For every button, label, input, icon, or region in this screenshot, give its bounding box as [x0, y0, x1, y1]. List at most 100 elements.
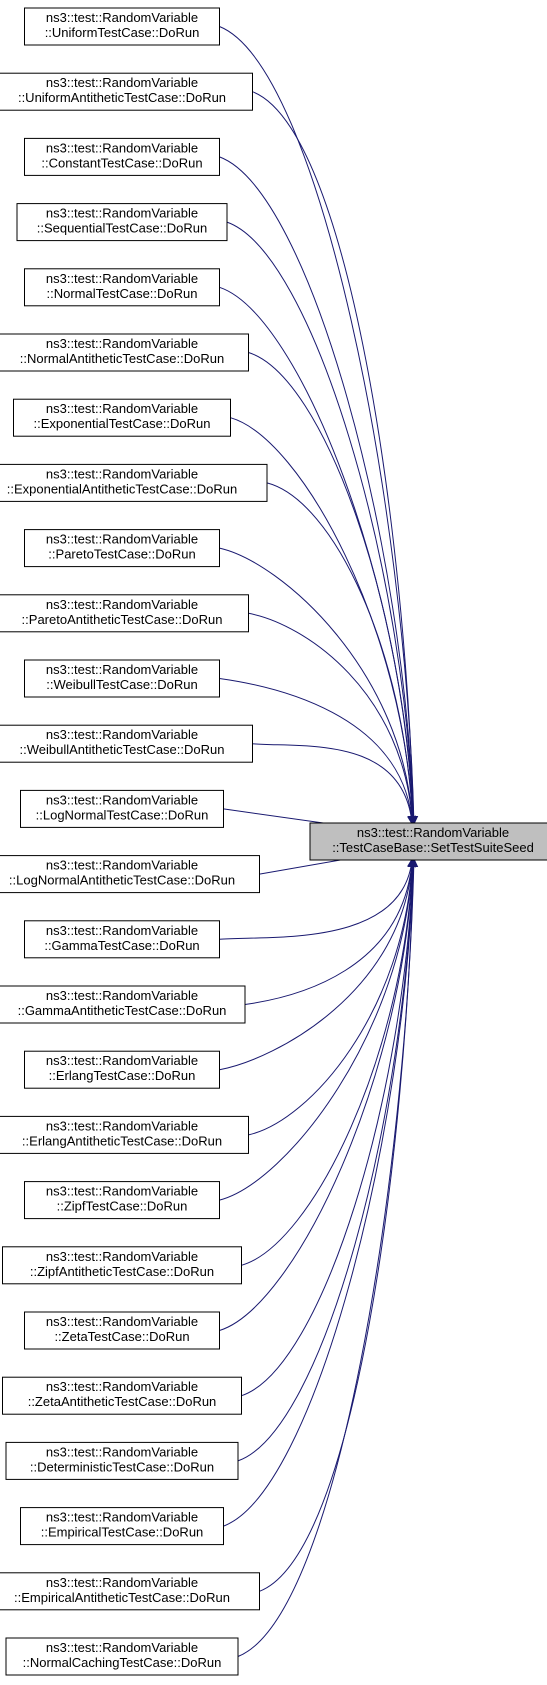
caller-node-label-line-2: ::ExponentialAntitheticTestCase::DoRun — [7, 481, 238, 496]
caller-node-box[interactable] — [5, 1637, 239, 1676]
caller-node[interactable]: ns3::test::RandomVariable::ExponentialTe… — [13, 398, 231, 437]
caller-node[interactable]: ns3::test::RandomVariable::ParetoTestCas… — [24, 529, 220, 568]
caller-node[interactable]: ns3::test::RandomVariable::ExponentialAn… — [0, 463, 268, 502]
caller-node-box[interactable] — [0, 1572, 260, 1611]
caller-node-label-line-1: ns3::test::RandomVariable — [46, 923, 198, 938]
caller-node-label-line-2: ::LogNormalAntitheticTestCase::DoRun — [9, 873, 235, 888]
call-edge — [248, 352, 418, 826]
caller-node-label-line-1: ns3::test::RandomVariable — [46, 1053, 198, 1068]
caller-node-box[interactable] — [0, 985, 246, 1024]
caller-node-label-line-1: ns3::test::RandomVariable — [46, 597, 198, 612]
caller-node[interactable]: ns3::test::RandomVariable::ErlangAntithe… — [0, 1115, 249, 1154]
caller-node[interactable]: ns3::test::RandomVariable::ZipfTestCase:… — [24, 1181, 220, 1220]
target-node-box[interactable] — [309, 822, 547, 861]
caller-node[interactable]: ns3::test::RandomVariable::UniformTestCa… — [24, 7, 220, 46]
call-edge — [219, 156, 418, 826]
caller-node[interactable]: ns3::test::RandomVariable::GammaAntithet… — [0, 985, 246, 1024]
caller-nodes: ns3::test::RandomVariable::UniformTestCa… — [0, 7, 268, 1676]
call-edge — [237, 857, 418, 1462]
caller-node-box[interactable] — [2, 1246, 242, 1285]
caller-node-label-line-2: ::UniformAntitheticTestCase::DoRun — [18, 90, 226, 105]
caller-node[interactable]: ns3::test::RandomVariable::ConstantTestC… — [24, 137, 220, 176]
caller-node-box[interactable] — [0, 72, 253, 111]
caller-node[interactable]: ns3::test::RandomVariable::ZetaTestCase:… — [24, 1311, 220, 1350]
caller-node-box[interactable] — [5, 1441, 239, 1480]
call-edge — [241, 857, 418, 1266]
caller-node[interactable]: ns3::test::RandomVariable::EmpiricalAnti… — [0, 1572, 260, 1611]
caller-node-box[interactable] — [24, 659, 220, 698]
caller-node[interactable]: ns3::test::RandomVariable::NormalAntithe… — [0, 333, 249, 372]
call-edge — [248, 612, 417, 826]
caller-node-box[interactable] — [13, 398, 231, 437]
caller-node-label-line-1: ns3::test::RandomVariable — [46, 727, 198, 742]
caller-node-box[interactable] — [0, 594, 249, 633]
caller-node-label-line-1: ns3::test::RandomVariable — [46, 1510, 198, 1525]
caller-node-box[interactable] — [24, 920, 220, 959]
caller-node-label-line-2: ::NormalCachingTestCase::DoRun — [23, 1655, 222, 1670]
caller-node-box[interactable] — [0, 855, 260, 894]
caller-node-label-line-2: ::ZetaTestCase::DoRun — [54, 1329, 189, 1344]
caller-node[interactable]: ns3::test::RandomVariable::SequentialTes… — [16, 203, 228, 242]
caller-node-label-line-1: ns3::test::RandomVariable — [46, 532, 198, 547]
caller-node-box[interactable] — [0, 1115, 249, 1154]
caller-node[interactable]: ns3::test::RandomVariable::LogNormalAnti… — [0, 855, 260, 894]
caller-node-box[interactable] — [24, 1311, 220, 1350]
call-edge — [223, 857, 418, 1527]
call-edge — [219, 678, 417, 826]
caller-node-label-line-1: ns3::test::RandomVariable — [46, 1640, 198, 1655]
caller-node[interactable]: ns3::test::RandomVariable::ParetoAntithe… — [0, 594, 249, 633]
caller-node[interactable]: ns3::test::RandomVariable::Deterministic… — [5, 1441, 239, 1480]
caller-node-box[interactable] — [20, 1507, 224, 1546]
caller-node-label-line-1: ns3::test::RandomVariable — [46, 858, 198, 873]
caller-node-label-line-1: ns3::test::RandomVariable — [46, 1314, 198, 1329]
caller-node-box[interactable] — [24, 529, 220, 568]
caller-node-box[interactable] — [0, 333, 249, 372]
target-node-label-line-2: ::TestCaseBase::SetTestSuiteSeed — [332, 840, 534, 855]
caller-node-box[interactable] — [0, 724, 253, 763]
caller-node-label-line-1: ns3::test::RandomVariable — [46, 792, 198, 807]
caller-node-label-line-2: ::ErlangAntitheticTestCase::DoRun — [22, 1133, 222, 1148]
caller-node[interactable]: ns3::test::RandomVariable::NormalCaching… — [5, 1637, 239, 1676]
call-edge — [226, 221, 418, 826]
caller-node[interactable]: ns3::test::RandomVariable::UniformAntith… — [0, 72, 253, 111]
call-edge — [219, 857, 418, 1331]
caller-node-label-line-2: ::NormalTestCase::DoRun — [47, 286, 198, 301]
caller-node-box[interactable] — [24, 1181, 220, 1220]
caller-node-box[interactable] — [16, 203, 228, 242]
caller-node[interactable]: ns3::test::RandomVariable::WeibullAntith… — [0, 724, 253, 763]
call-edge — [244, 857, 417, 1005]
caller-node-box[interactable] — [20, 789, 224, 828]
caller-node[interactable]: ns3::test::RandomVariable::ErlangTestCas… — [24, 1050, 220, 1089]
call-edge — [266, 482, 417, 826]
caller-node-label-line-1: ns3::test::RandomVariable — [46, 662, 198, 677]
caller-node[interactable]: ns3::test::RandomVariable::EmpiricalTest… — [20, 1507, 224, 1546]
caller-node-box[interactable] — [2, 1376, 242, 1415]
caller-node-label-line-2: ::SequentialTestCase::DoRun — [37, 221, 208, 236]
caller-node[interactable]: ns3::test::RandomVariable::NormalTestCas… — [24, 268, 220, 307]
caller-node[interactable]: ns3::test::RandomVariable::LogNormalTest… — [20, 789, 224, 828]
caller-node-label-line-2: ::ErlangTestCase::DoRun — [49, 1068, 196, 1083]
caller-node[interactable]: ns3::test::RandomVariable::WeibullTestCa… — [24, 659, 220, 698]
caller-node-label-line-1: ns3::test::RandomVariable — [46, 401, 198, 416]
target-node-label-line-1: ns3::test::RandomVariable — [357, 825, 509, 840]
caller-node-label-line-2: ::ExponentialTestCase::DoRun — [33, 416, 210, 431]
caller-node-box[interactable] — [0, 463, 268, 502]
caller-node[interactable]: ns3::test::RandomVariable::ZipfAntitheti… — [2, 1246, 242, 1285]
caller-node-label-line-2: ::ZipfAntitheticTestCase::DoRun — [30, 1264, 214, 1279]
caller-node-label-line-2: ::ConstantTestCase::DoRun — [41, 155, 202, 170]
caller-node-label-line-1: ns3::test::RandomVariable — [46, 988, 198, 1003]
caller-node-label-line-2: ::GammaTestCase::DoRun — [44, 938, 199, 953]
caller-node-box[interactable] — [24, 268, 220, 307]
caller-node[interactable]: ns3::test::RandomVariable::ZetaAntitheti… — [2, 1376, 242, 1415]
caller-node-label-line-1: ns3::test::RandomVariable — [46, 1379, 198, 1394]
caller-node-box[interactable] — [24, 137, 220, 176]
caller-node-box[interactable] — [24, 1050, 220, 1089]
caller-node-label-line-2: ::ZipfTestCase::DoRun — [57, 1199, 188, 1214]
caller-node[interactable]: ns3::test::RandomVariable::GammaTestCase… — [24, 920, 220, 959]
caller-node-label-line-1: ns3::test::RandomVariable — [46, 336, 198, 351]
caller-node-label-line-2: ::UniformTestCase::DoRun — [45, 25, 200, 40]
call-edge — [248, 857, 417, 1136]
caller-node-box[interactable] — [24, 7, 220, 46]
call-edge — [219, 547, 417, 826]
target-node[interactable]: ns3::test::RandomVariable ::TestCaseBase… — [309, 822, 547, 861]
